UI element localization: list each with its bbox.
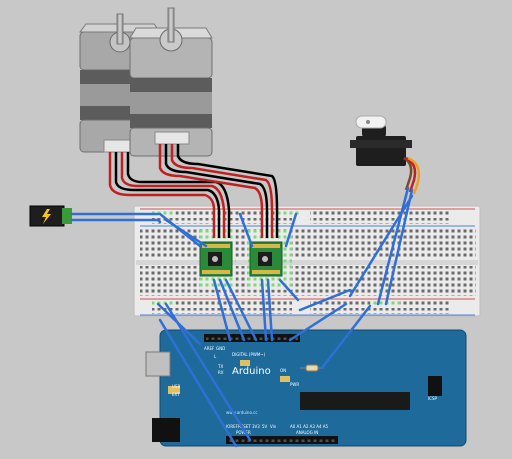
stepper-driver-2: [249, 241, 283, 277]
motor-wires-2: [158, 144, 279, 238]
vin-label: Vin: [270, 424, 277, 429]
microcontroller-chip: [300, 392, 410, 410]
terminal-strip-lower: [140, 266, 476, 296]
servo-wires: [403, 156, 421, 195]
highlighted-holes: [152, 301, 176, 307]
highlighted-holes: [276, 211, 300, 217]
rx-label: RX: [218, 370, 224, 375]
motor-shaft: [116, 13, 124, 45]
5v-label: 5V: [262, 424, 268, 429]
motor-wires-1: [108, 152, 231, 238]
resistor: [300, 364, 324, 372]
ioref-label: IOREF: [226, 424, 239, 429]
terminal-strip-upper: [140, 229, 476, 259]
dc-power-jack: [29, 205, 72, 227]
top-power-rail: [140, 208, 475, 227]
digital-header-label: DIGITAL (PWM~): [232, 352, 266, 357]
usb-label: USB: [172, 384, 180, 389]
arduino-website: www.arduino.cc: [226, 410, 258, 415]
power-label: POWER: [236, 430, 251, 435]
analog-in-label: ANALOG IN: [296, 430, 318, 435]
servo-horn: [355, 115, 387, 129]
icsp-label: ICSP: [428, 396, 438, 401]
l-led-label: L: [214, 354, 217, 359]
jumper-wires: [70, 186, 414, 448]
center-channel: [136, 260, 478, 265]
lightning-icon: [42, 209, 51, 224]
servo-motor: [350, 115, 412, 166]
arduino-logo: Arduino: [232, 366, 271, 377]
on-led-label: ON: [280, 368, 286, 373]
3v3-label: 3V3: [252, 424, 260, 429]
pwr-label: PWR: [290, 382, 299, 387]
motor-shaft: [167, 7, 175, 43]
ext-label: EXT: [172, 392, 180, 397]
tx-label: TX: [217, 364, 223, 369]
aref-label: AREF: [204, 346, 215, 351]
stepper-driver-1: [199, 241, 233, 277]
highlighted-holes: [152, 211, 176, 217]
stepper-motor-2: [129, 7, 213, 157]
icsp-header: [428, 376, 442, 396]
analog-pins-label: A0 A1 A2 A3 A4 A5: [290, 424, 329, 429]
gnd-label: GND: [216, 346, 225, 351]
motor-connector: [154, 131, 190, 145]
barrel-jack: [152, 418, 180, 442]
reset-label: RESET: [238, 424, 251, 429]
usb-connector: [145, 351, 171, 377]
breadboard: [133, 205, 481, 317]
